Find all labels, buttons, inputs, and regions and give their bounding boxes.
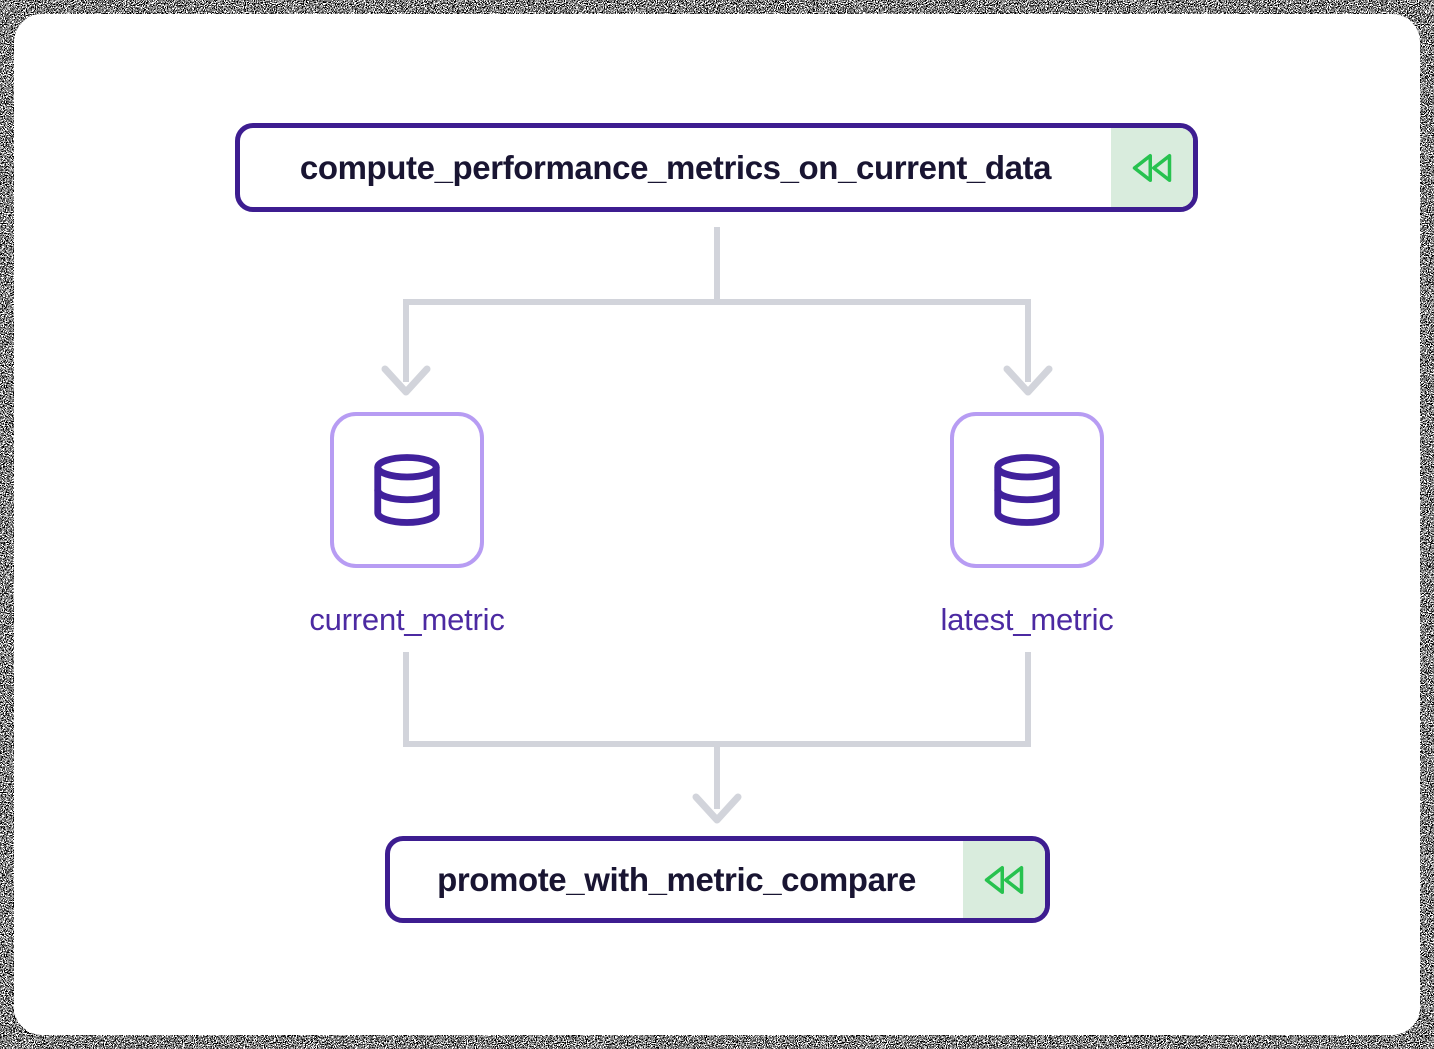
dataset-label-current-metric: current_metric [309, 602, 505, 637]
rerun-badge[interactable] [1111, 128, 1193, 207]
arrowhead-promote [692, 793, 742, 824]
task-node-promote-with-metric-compare[interactable]: promote_with_metric_compare [385, 836, 1050, 923]
edge-connectors [381, 227, 1053, 824]
dataset-label-latest-metric: latest_metric [940, 602, 1114, 637]
arrowhead-current-metric [381, 365, 431, 396]
rewind-icon [1132, 153, 1172, 182]
rewind-icon [984, 865, 1024, 894]
database-icon [994, 454, 1060, 526]
task-label: compute_performance_metrics_on_current_d… [299, 148, 1052, 186]
database-icon [374, 454, 440, 526]
rerun-badge[interactable] [963, 841, 1045, 918]
dataset-node-current-metric[interactable] [330, 412, 484, 568]
edge-from-latest-metric [714, 652, 1031, 747]
dataset-node-latest-metric[interactable] [950, 412, 1104, 568]
arrowhead-latest-metric [1003, 365, 1053, 396]
edge-from-current-metric [403, 652, 720, 747]
task-node-compute-performance-metrics-on-current-data[interactable]: compute_performance_metrics_on_current_d… [235, 123, 1198, 212]
task-label: promote_with_metric_compare [437, 860, 916, 898]
edge-to-latest-metric [717, 299, 1031, 382]
lineage-graph-card: compute_performance_metrics_on_current_d… [14, 14, 1420, 1035]
edge-to-current-metric [403, 299, 717, 382]
